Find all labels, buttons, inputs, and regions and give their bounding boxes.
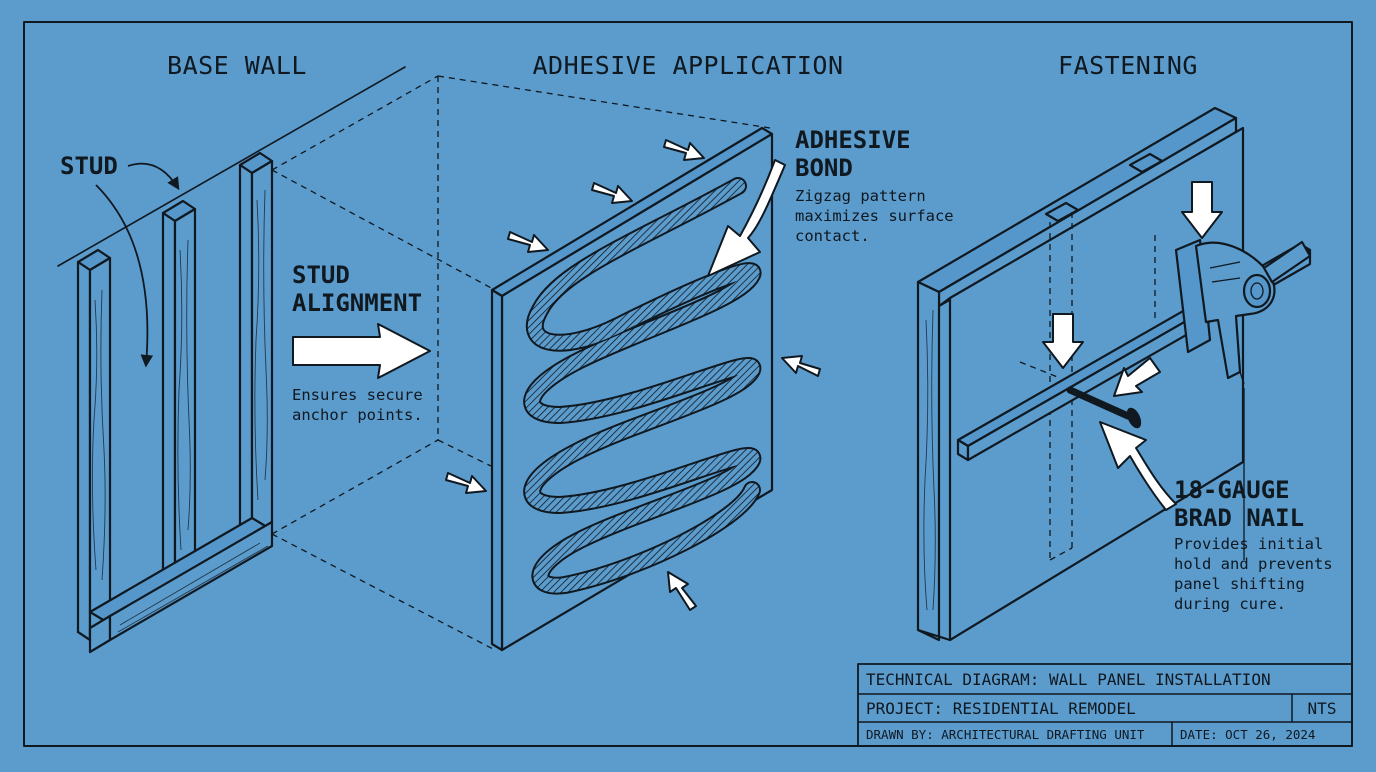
adhesive-bead-zigzag: [523, 177, 762, 595]
brad-nail-note-3: panel shifting: [1174, 575, 1305, 593]
stud-leader-top: [127, 162, 180, 191]
brad-nail-icon: [1066, 386, 1142, 429]
title-block-drawn-by: DRAWN BY: ARCHITECTURAL DRAFTING UNIT: [866, 727, 1145, 742]
stud-alignment-title-1: STUD: [292, 261, 350, 289]
stud-alignment-note-2: anchor points.: [292, 406, 423, 424]
stud-alignment-note-1: Ensures secure: [292, 386, 423, 404]
base-wall-heading: BASE WALL: [167, 51, 307, 80]
adhesive-note-2: maximizes surface: [795, 207, 954, 225]
sheet-border: [23, 21, 1353, 747]
title-block-scale: NTS: [1308, 699, 1337, 718]
stud-alignment-title-2: ALIGNMENT: [292, 289, 422, 317]
brad-nail-title-2: BRAD NAIL: [1174, 504, 1304, 532]
fastening-heading: FASTENING: [1058, 51, 1198, 80]
adhesive-application-heading: ADHESIVE APPLICATION: [532, 51, 843, 80]
title-block-date: DATE: OCT 26, 2024: [1180, 727, 1315, 742]
projection-lines: [271, 75, 771, 651]
base-wall-framing: [57, 66, 406, 654]
adhesive-note-1: Zigzag pattern: [795, 187, 926, 205]
adhesive-bond-title-1: ADHESIVE: [795, 126, 911, 154]
title-block-project: PROJECT: RESIDENTIAL REMODEL: [866, 699, 1136, 718]
stud-leader-down: [95, 184, 154, 368]
stud-label: STUD: [60, 152, 118, 180]
title-block: [857, 663, 1353, 747]
title-block-title: TECHNICAL DIAGRAM: WALL PANEL INSTALLATI…: [866, 670, 1271, 689]
press-down-arrow-icon: [1181, 181, 1223, 239]
adhesive-callout-arrow-icon: [707, 159, 786, 277]
alignment-arrow-icon: [292, 323, 431, 379]
adhesive-bond-title-2: BOND: [795, 154, 853, 182]
nail-gun-icon: [1174, 238, 1312, 560]
pressure-arrow-icon: [445, 139, 821, 611]
nail-entry-arrow-icon: [1113, 357, 1161, 397]
brad-nail-note-4: during cure.: [1174, 595, 1286, 613]
stud-locate-arrow-icon: [1042, 313, 1084, 369]
brad-nail-title-1: 18-GAUGE: [1174, 476, 1290, 504]
brad-nail-note-2: hold and prevents: [1174, 555, 1333, 573]
nail-callout-arrow-icon: [1099, 421, 1177, 511]
brad-nail-note-1: Provides initial: [1174, 535, 1323, 553]
adhesive-note-3: contact.: [795, 227, 870, 245]
